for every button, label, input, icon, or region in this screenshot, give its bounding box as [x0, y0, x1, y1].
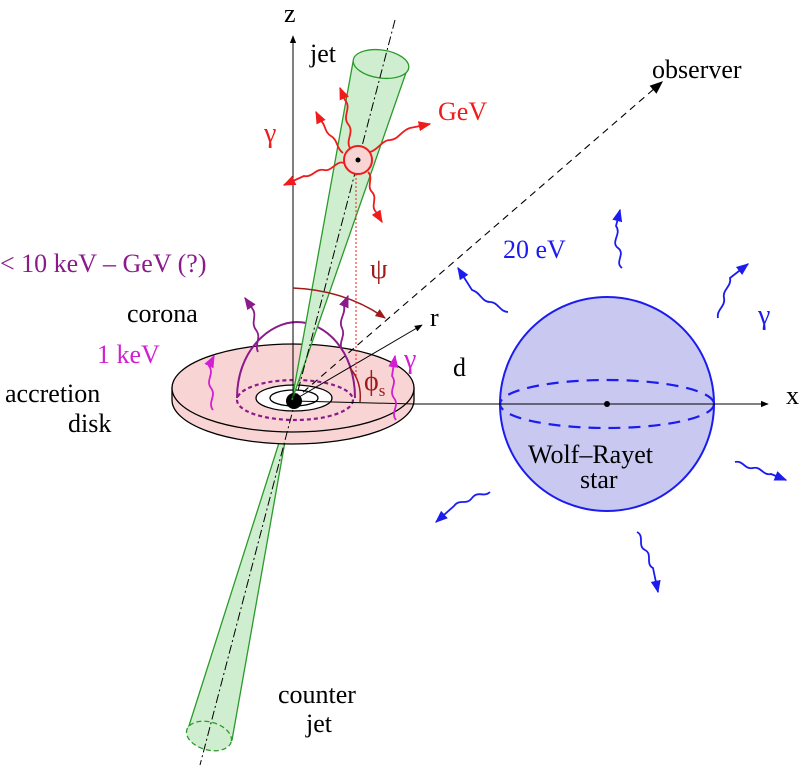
gev-photon-left — [282, 161, 345, 186]
corona-photon-left — [244, 296, 260, 353]
phi-label: ϕs — [364, 366, 385, 400]
star-photon-top-left — [457, 266, 509, 313]
star-photon-top-right — [716, 263, 749, 319]
gev-photon-up — [339, 86, 352, 149]
gev-photon-left2 — [315, 110, 344, 154]
gev-photon-down — [367, 171, 383, 224]
observer-line — [293, 81, 663, 401]
wolf-rayet-label: Wolf–Rayet — [528, 440, 654, 469]
accretion-label: accretion — [5, 379, 100, 408]
x-axis-label: x — [786, 381, 799, 410]
z-axis-label: z — [284, 0, 296, 28]
band-label: < 10 keV – GeV (?) — [0, 249, 207, 278]
jet-axis — [199, 19, 396, 766]
d-label: d — [453, 353, 466, 382]
psi-arc — [292, 287, 386, 319]
kev-photon-right — [388, 354, 399, 421]
jet-label: jet — [309, 39, 337, 68]
psi-label: ψ — [370, 254, 388, 285]
disk-label: disk — [68, 409, 111, 438]
counter-jet-cone — [185, 401, 293, 752]
phi-arc — [349, 367, 362, 403]
counter-jet-label: jet — [305, 709, 333, 738]
star-photon-bottom-left — [435, 491, 491, 523]
gamma-blue-label: γ — [757, 300, 770, 331]
observer-label: observer — [652, 55, 742, 84]
gev-label: GeV — [438, 97, 487, 126]
counter-label: counter — [278, 680, 356, 709]
r-vector — [293, 324, 423, 401]
star-photon-top — [612, 208, 623, 269]
jet-cone — [291, 48, 410, 401]
corona-label: corona — [127, 299, 198, 328]
corona-photon-right — [339, 294, 349, 351]
one-kev-label: 1 keV — [97, 340, 160, 369]
twenty-ev-label: 20 eV — [503, 235, 566, 264]
gamma-red-label: γ — [263, 118, 276, 149]
star-label: star — [580, 465, 618, 494]
gamma-magenta-label: γ — [403, 344, 416, 375]
star-photon-right — [734, 460, 788, 481]
kev-photon-left — [204, 354, 215, 411]
gev-photon-right — [369, 121, 432, 153]
r-label: r — [430, 303, 439, 332]
star-photon-bottom — [636, 531, 661, 594]
corona-dome — [236, 320, 356, 399]
x-axis-inner — [293, 400, 415, 405]
gev-emitter — [343, 145, 373, 175]
